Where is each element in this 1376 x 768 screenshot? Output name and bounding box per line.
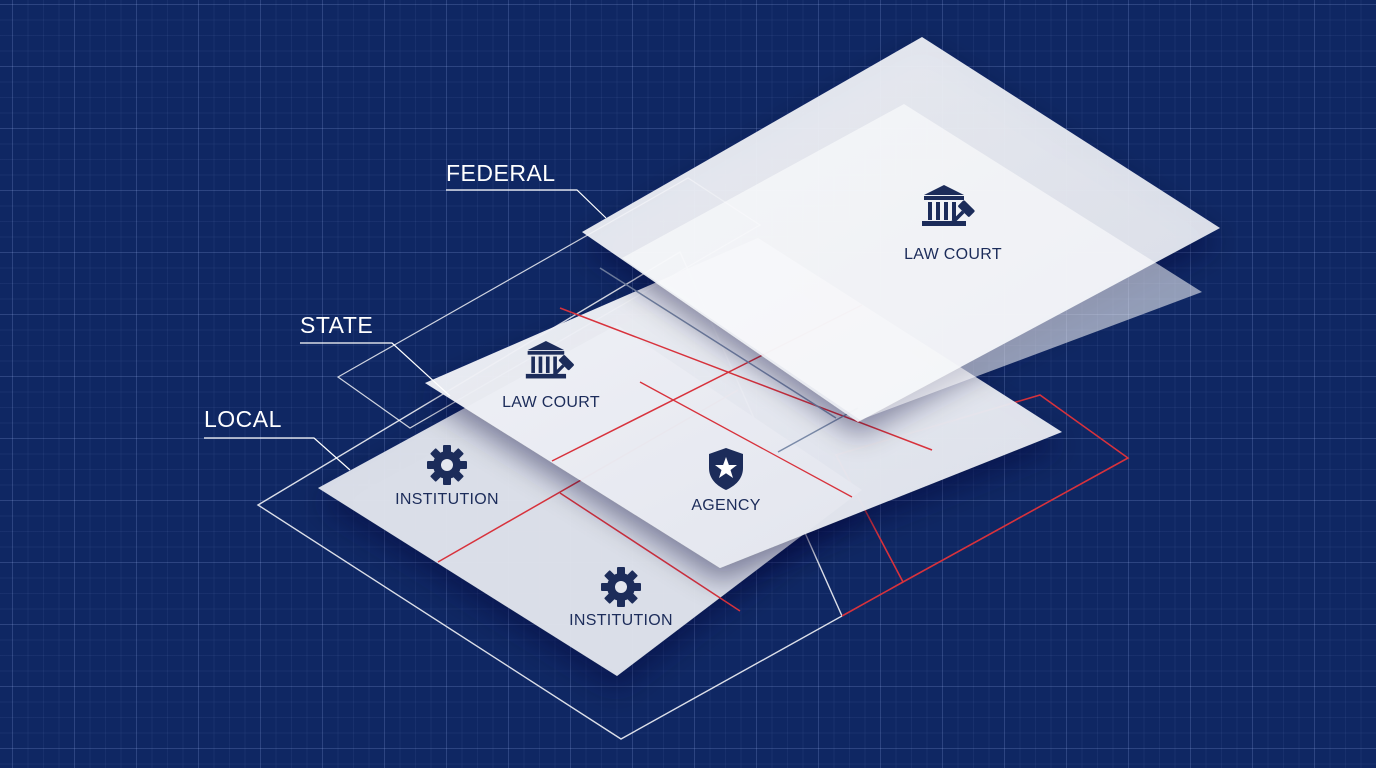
state-plane (425, 238, 1062, 568)
courthouse-gavel-icon (922, 185, 975, 226)
federal-plane-front (622, 104, 1202, 420)
state-law-court-label: LAW COURT (502, 394, 600, 411)
state-divider (639, 381, 853, 498)
local-divider (559, 492, 741, 612)
gear-icon (427, 445, 467, 485)
connector-gray-line (599, 267, 837, 419)
federal-law-court-label: LAW COURT (904, 246, 1002, 263)
federal-tier-label: FEDERAL (446, 160, 556, 186)
state-leader-line (300, 342, 451, 397)
gear-icon (601, 567, 641, 607)
local-institution-label-2: INSTITUTION (569, 612, 673, 629)
shield-star-icon (709, 448, 743, 490)
local-leader-line (204, 437, 351, 471)
federal-leader-line (446, 189, 607, 219)
state-agency-label: AGENCY (691, 497, 761, 514)
local-tier-label: LOCAL (204, 406, 282, 432)
state-divider (559, 307, 933, 451)
local-institution-label-1: INSTITUTION (395, 491, 499, 508)
connector-gray-line (777, 407, 859, 453)
courthouse-gavel-icon (525, 340, 574, 379)
state-tier-label: STATE (300, 312, 374, 338)
connector-red-line (841, 581, 904, 617)
